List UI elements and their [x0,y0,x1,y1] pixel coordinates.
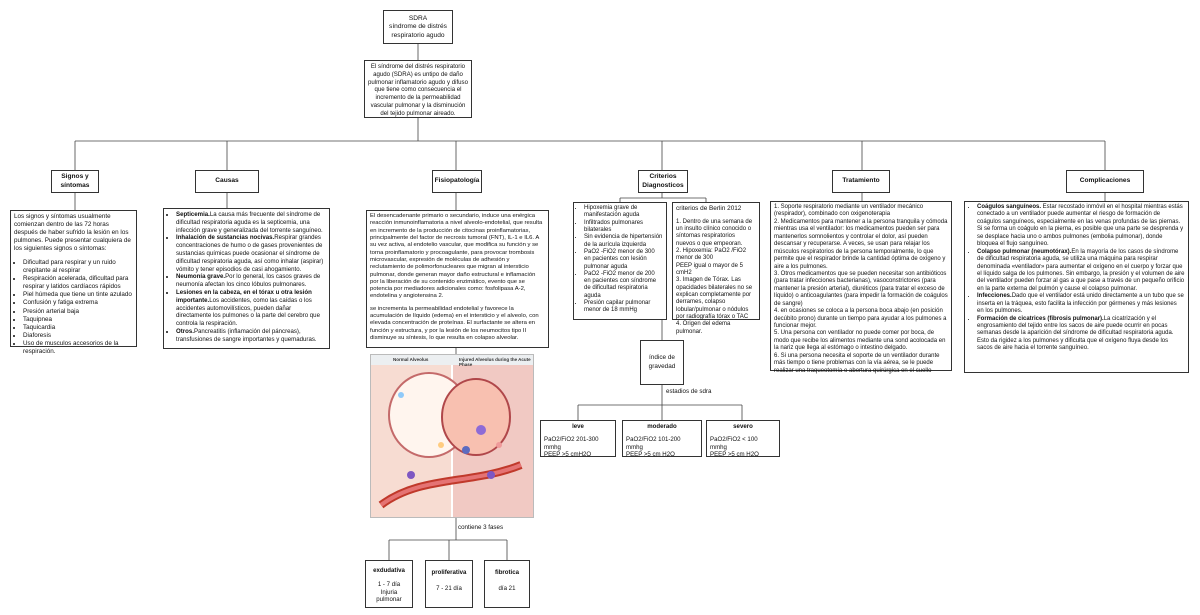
header-fisiopatologia: Fisiopatología [432,170,482,193]
alveolus-figure: Normal Alveolus Injured Alveolus during … [370,354,534,518]
fisio-text-1: El desencadenante primario o secundario,… [370,213,543,300]
list-item: Respiración acelerada, dificultad para r… [23,275,133,291]
list-item: PEEP igual o mayor de 5 cmH2 [676,262,743,276]
phase-fibrotica: fibrotica día 21 [484,560,530,608]
list-item: Taquipnea [23,316,133,324]
list-item: Piel húmeda que tiene un tinte azulado [23,291,133,299]
list-item: 6. Si una persona necesita el soporte de… [774,352,940,374]
root-subtitle: síndrome de distrés respiratorio agudo [389,23,447,39]
stage-moderado: moderado PaO2/FiO2 101-200 mmhg PEEP >5 … [622,420,702,459]
phase-exudativa: exdudativa 1 - 7 día Injuria pulmonar [365,560,413,608]
definition-text: El síndrome del distrés respiratorio agu… [368,63,468,117]
list-item: PaO2 -FiO2 menor de 200 en pacientes con… [584,271,663,300]
fisiopatologia-box: El desencadenante primario o secundario,… [366,210,549,348]
header-complicaciones: Complicaciones [1066,170,1144,193]
list-item: Formación de cicatrices (fibrosis pulmon… [977,316,1185,353]
figure-label-left: Normal Alveolus [393,357,429,362]
alveolus-illustration [371,355,533,517]
stage-line: PaO2/FiO2 201-300 mmhg [544,435,599,451]
causas-list: Septicemia.La causa más frecuente del sí… [167,211,326,344]
header-tratamiento: Tratamiento [832,170,890,193]
list-item: Presión capilar pulmonar menor de 18 mmH… [584,300,663,315]
figure-label-right: Injured Alveolus during the Acute Phase [459,357,531,367]
causas-box: Septicemia.La causa más frecuente del sí… [163,208,330,349]
list-item: 1. Dentro de una semana de un insulto cl… [676,218,753,247]
phase-proliferativa: proliferativa 7 - 21 día [425,560,473,608]
stage-line: PaO2/FiO2 101-200 mmhg [626,435,681,451]
phase-detail: 1 - 7 día Injuria pulmonar [376,580,402,604]
stage-title: severo [733,423,753,430]
complicaciones-box: Coágulos sanguíneos. Estar recostado inm… [964,201,1189,373]
list-item: PaO2 -FiO2 menor de 300 en pacientes con… [584,249,663,271]
list-item: 3. Imagen de Tórax. Las opacidades bilat… [676,277,753,320]
berlin-box: criterios de Berlin 2012 1. Dentro de un… [672,202,760,335]
stage-leve: leve PaO2/FiO2 201-300 mmhg PEEP >5 cmH2… [540,420,616,459]
list-item: 3. Otros medicamentos que se pueden nece… [774,270,948,307]
header-causas: Causas [195,170,259,193]
signos-list: Dificultad para respirar y un ruido crep… [14,259,133,356]
list-item: Otros.Pancreatitis (inflamación del pánc… [176,328,326,344]
signos-intro: Los signos y síntomas usualmente comienz… [14,213,131,253]
signos-box: Los signos y síntomas usualmente comienz… [10,210,137,355]
list-item: Neumonía grave.Por lo general, los casos… [176,273,326,289]
stage-title: leve [572,423,584,430]
stages-label: estadios de sdra [666,388,712,395]
severity-index-box: índice de gravedad [640,340,684,385]
fisio-text-2: se incrementa la permeabilidad endotelia… [370,305,539,341]
criterios-box: Hipoxemia grave de manifestación aguda I… [573,202,667,320]
stage-line: PaO2/FiO2 < 100 mmhg [710,435,758,451]
list-item: Presión arterial baja [23,308,133,316]
list-item: Hipoxemia grave de manifestación aguda [584,205,663,220]
phase-detail: 7 - 21 día [436,584,462,592]
definition-box: El síndrome del distrés respiratorio agu… [364,60,472,118]
list-item: Sin evidencia de hipertensión de la aurí… [584,234,663,249]
list-item: 5. Una persona con ventilador no puede c… [774,330,946,352]
list-item: Septicemia.La causa más frecuente del sí… [176,211,326,234]
root-node: SDRA síndrome de distrés respiratorio ag… [383,10,453,44]
list-item: Dificultad para respirar y un ruido crep… [23,259,133,275]
list-item: Infecciones.Dado que el ventilador está … [977,293,1185,315]
stage-line: PEEP >5 cmH2O [544,451,592,459]
list-item: Taquicardia [23,324,133,332]
root-title: SDRA [408,15,428,22]
list-item: Colapso pulmonar (neumotórax).En la mayo… [977,249,1185,294]
phase-detail: día 21 [498,584,516,592]
list-item: Coágulos sanguíneos. Estar recostado inm… [977,204,1185,249]
list-item: Inhalación de sustancias nocivas.Respira… [176,234,326,273]
stage-title: moderado [647,423,677,430]
list-item: Lesiones en la cabeza, en el tórax u otr… [176,289,326,328]
severity-index-label: índice de gravedad [648,354,676,370]
list-item: Confusión y fatiga extrema [23,299,133,307]
criterios-list: Hipoxemia grave de manifestación aguda I… [577,205,663,315]
list-item: Uso de musculos accesorios de la respira… [23,340,133,356]
stage-severo: severo PaO2/FiO2 < 100 mmhg PEEP >5 cm H… [706,420,780,459]
header-signos: Signos y síntomas [51,170,99,193]
list-item: Infiltrados pulmonares bilaterales [584,220,663,235]
stage-line: PEEP >5 cm H2O [626,451,675,459]
list-item: 4. en ocasiones se coloca a la persona b… [774,308,947,329]
phase-title: fibrotica [494,569,520,576]
phases-label: contiene 3 fases [458,524,504,531]
phase-title: proliferativa [431,569,467,576]
header-criterios: Criterios Diagnosticos [638,170,688,193]
list-item: 1. Soporte respiratorio mediante un vent… [774,204,924,218]
complicaciones-list: Coágulos sanguíneos. Estar recostado inm… [968,204,1185,353]
stage-line: PEEP >5 cm H2O [710,451,759,459]
tratamiento-box: 1. Soporte respiratorio mediante un vent… [770,201,952,374]
berlin-title: criterios de Berlin 2012 [676,205,742,212]
list-item: 2. Medicamentos para mantener a la perso… [774,218,948,270]
phase-title: exdudativa [373,567,405,574]
list-item: Diaforesis [23,332,133,340]
list-item: 2. Hipoxemia: PaO2 /FiO2 menor de 300 [676,248,747,262]
list-item: 4. Origen del edema pulmonar. [676,321,731,335]
